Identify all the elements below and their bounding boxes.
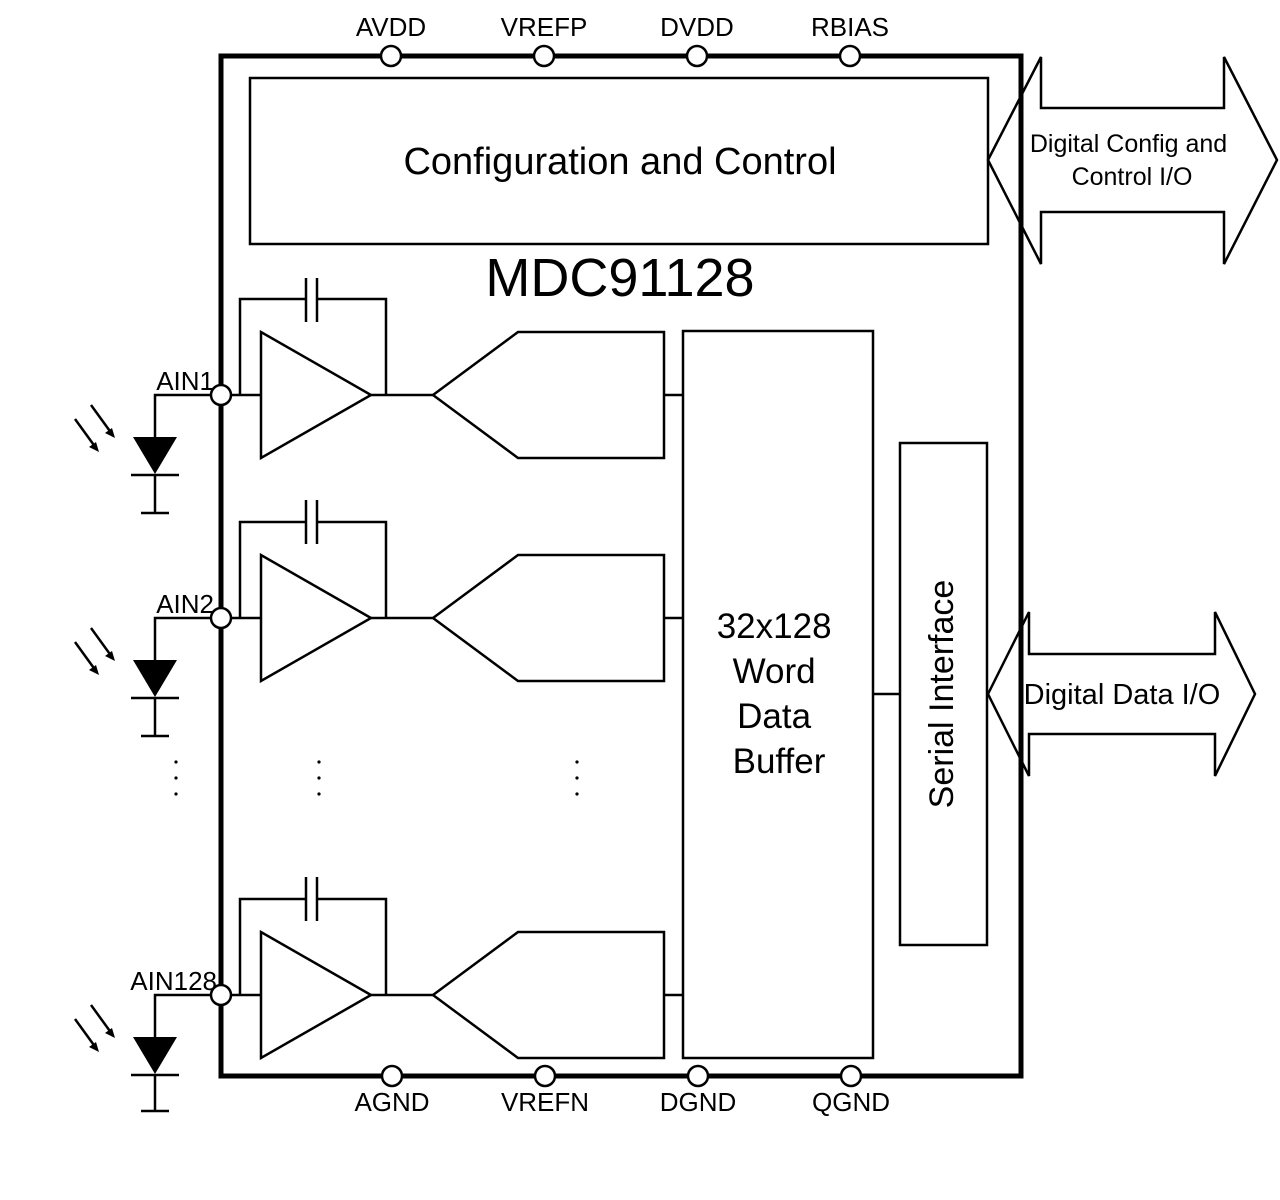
pin-ain1 <box>209 383 233 407</box>
pin-label-ain128: AIN128 <box>130 966 217 996</box>
pin-label-rbias: RBIAS <box>811 12 889 42</box>
serial-interface-label: Serial Interface <box>923 580 961 809</box>
feedback-loop <box>238 897 306 995</box>
light-rays-icon <box>73 404 115 452</box>
pin-label-agnd: AGND <box>354 1087 429 1117</box>
adc-block <box>430 930 666 1060</box>
pin-label-dvdd: DVDD <box>660 12 734 42</box>
pin-vrefp <box>532 44 556 68</box>
pin-label-dgnd: DGND <box>660 1087 737 1117</box>
integrator-amplifier <box>259 552 374 684</box>
feedback-loop <box>238 520 306 618</box>
pin-avdd <box>379 44 403 68</box>
photodiode-wire <box>153 393 211 437</box>
pin-label-ain1: AIN1 <box>156 366 214 396</box>
pin-label-ain2: AIN2 <box>156 589 214 619</box>
feedback-loop <box>238 297 306 395</box>
top-pins: AVDD VREFP DVDD RBIAS <box>356 12 889 68</box>
data-buffer-label: 32x128 Word Data Buffer <box>717 607 842 781</box>
config-control-label: Configuration and Control <box>403 141 836 183</box>
pin-label-qgnd: QGND <box>812 1087 890 1117</box>
pin-label-avdd: AVDD <box>356 12 426 42</box>
photodiode-icon <box>133 660 177 697</box>
pin-label-vrefp: VREFP <box>501 12 588 42</box>
pin-dvdd <box>685 44 709 68</box>
config-io-label: Digital Config and Control I/O <box>1030 130 1234 191</box>
photodiode-wire <box>153 616 211 660</box>
adc-block <box>430 553 666 683</box>
feedback-loop <box>317 897 388 995</box>
pin-dgnd <box>686 1064 710 1088</box>
config-io-arrow <box>986 56 1279 265</box>
data-buffer-block <box>681 329 875 1060</box>
chip-outline <box>218 53 1024 1079</box>
pin-rbias <box>838 44 862 68</box>
channel-ain1: AIN1 <box>73 278 683 515</box>
feedback-loop <box>317 520 388 618</box>
channel-ain2: AIN2 <box>73 500 683 738</box>
adc-block <box>430 330 666 460</box>
photodiode-icon <box>133 1037 177 1074</box>
photodiode-icon <box>133 437 177 474</box>
chip-name: MDC91128 <box>485 248 754 308</box>
ellipsis-dots <box>174 760 579 796</box>
photodiode-wire <box>153 993 211 1037</box>
data-io-label: Digital Data I/O <box>1024 679 1221 711</box>
pin-label-vrefn: VREFN <box>501 1087 589 1117</box>
integrator-amplifier <box>259 329 374 461</box>
integrator-amplifier <box>259 929 374 1061</box>
light-rays-icon <box>73 627 115 675</box>
channel-ain128: AIN128 <box>73 877 683 1113</box>
bottom-pins: AGND VREFN DGND QGND <box>354 1064 890 1117</box>
pin-qgnd <box>839 1064 863 1088</box>
pin-ain2 <box>209 606 233 630</box>
light-rays-icon <box>73 1004 115 1052</box>
feedback-loop <box>317 297 388 395</box>
data-io-arrow <box>986 611 1257 777</box>
pin-vrefn <box>533 1064 557 1088</box>
pin-agnd <box>380 1064 404 1088</box>
